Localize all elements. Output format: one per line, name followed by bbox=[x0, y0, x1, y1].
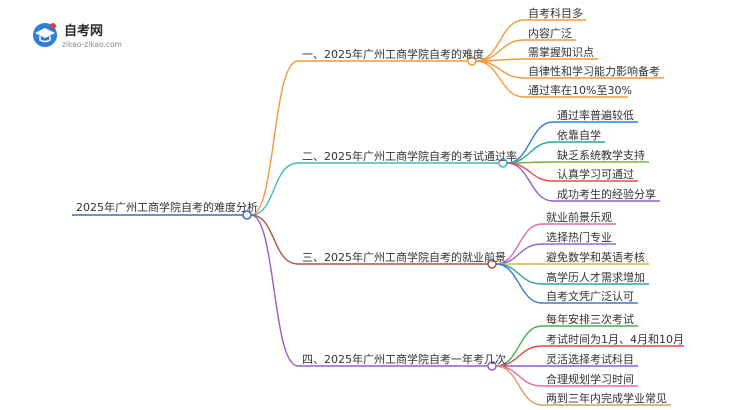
branch-2-label: 二、2025年广州工商学院自考的考试通过率 bbox=[302, 149, 517, 163]
leaf-label: 自考科目多 bbox=[528, 6, 583, 20]
leaf-connector bbox=[506, 162, 660, 202]
leaf-connector bbox=[495, 223, 616, 265]
leaf-label: 选择热门专业 bbox=[546, 230, 612, 244]
branch-2-node bbox=[498, 158, 508, 168]
leaf-connector bbox=[475, 58, 598, 62]
leaf-label: 通过率在10%至30% bbox=[528, 83, 632, 97]
branch-4-node bbox=[487, 361, 497, 371]
root-node bbox=[242, 210, 252, 220]
leaf-label: 自考文凭广泛认可 bbox=[546, 289, 634, 303]
graduation-cap-icon bbox=[33, 23, 57, 47]
leaf-label: 就业前景乐观 bbox=[546, 210, 612, 224]
logo-domain: zikao-zikao.com bbox=[62, 40, 122, 49]
branch-4-connector bbox=[250, 214, 488, 367]
leaf-connector bbox=[475, 60, 628, 98]
leaf-connector bbox=[495, 325, 638, 367]
leaf-label: 通过率普遍较低 bbox=[557, 108, 634, 122]
leaf-label: 认真学习可通过 bbox=[557, 167, 634, 181]
leaf-connector bbox=[475, 19, 586, 62]
leaf-label: 高学历人才需求增加 bbox=[546, 270, 645, 284]
leaf-label: 灵活选择考试科目 bbox=[546, 352, 634, 366]
branch-1-label: 一、2025年广州工商学院自考的难度 bbox=[302, 47, 484, 61]
leaf-label: 依靠自学 bbox=[557, 128, 601, 142]
leaf-label: 需掌握知识点 bbox=[528, 45, 594, 59]
branch-3-node bbox=[487, 259, 497, 269]
logo-name: 自考网 bbox=[64, 23, 103, 39]
logo: 自考网 zikao-zikao.com bbox=[33, 23, 122, 49]
branch-1-connector bbox=[250, 60, 468, 216]
branch-3-connector bbox=[250, 214, 488, 265]
leaf-label: 考试时间为1月、4月和10月 bbox=[546, 333, 684, 346]
branch-4-label: 四、2025年广州工商学院自考一年考几次 bbox=[302, 352, 506, 366]
branch-1-node bbox=[467, 56, 477, 66]
leaf-connector bbox=[506, 121, 638, 164]
leaf-label: 两到三年内完成学业常见 bbox=[546, 391, 667, 405]
leaf-connector bbox=[506, 161, 649, 164]
leaf-label: 成功考生的经验分享 bbox=[557, 187, 656, 201]
leaf-connector bbox=[495, 263, 638, 304]
leaf-label: 缺乏系统教学支持 bbox=[557, 148, 645, 162]
root-label: 2025年广州工商学院自考的难度分析 bbox=[76, 200, 258, 214]
branch-2-connector bbox=[250, 162, 499, 216]
branch-3-label: 三、2025年广州工商学院自考的就业前景 bbox=[302, 250, 506, 264]
leaf-connector bbox=[495, 365, 671, 406]
leaf-label: 合理规划学习时间 bbox=[546, 372, 634, 386]
leaf-label: 避免数学和英语考核 bbox=[546, 250, 645, 264]
leaf-label: 每年安排三次考试 bbox=[546, 312, 634, 326]
leaf-label: 自律性和学习能力影响备考 bbox=[528, 64, 660, 78]
leaf-label: 内容广泛 bbox=[528, 26, 572, 40]
